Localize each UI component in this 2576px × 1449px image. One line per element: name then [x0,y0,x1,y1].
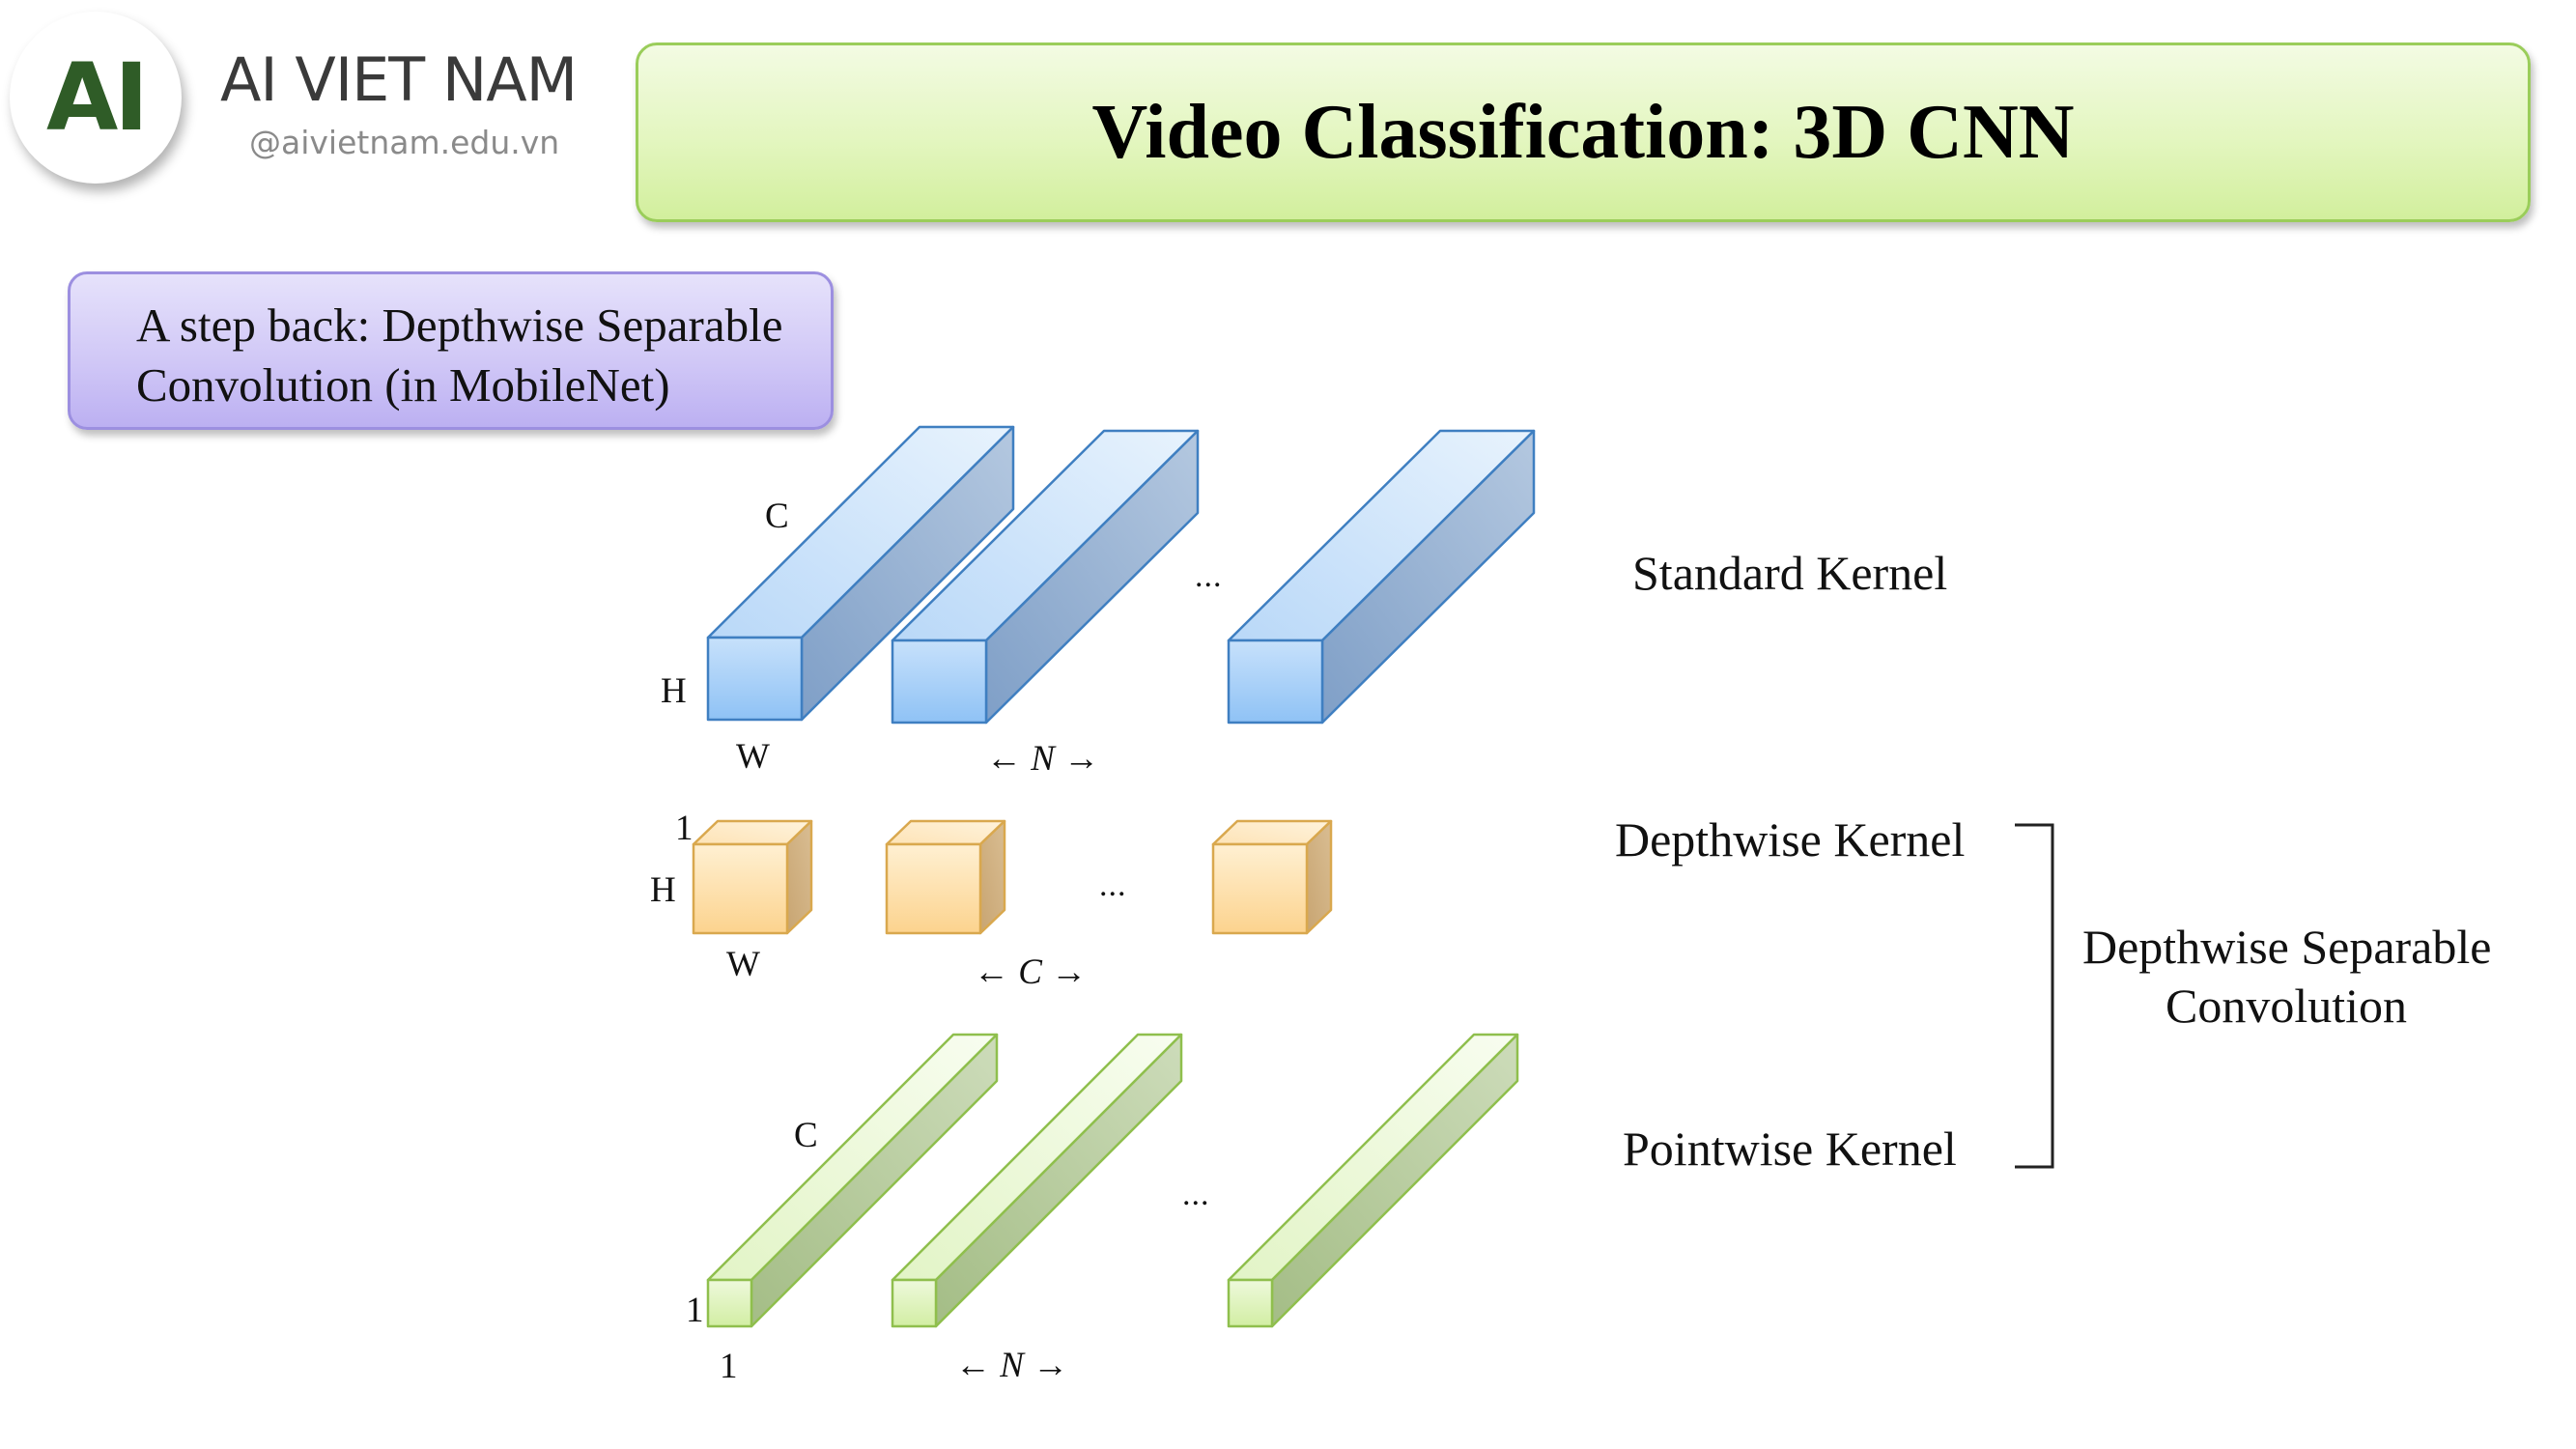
page-title: Video Classification: 3D CNN [1091,89,2075,175]
depthwise-kernel-3 [1211,819,1333,935]
pointwise-kernel-2 [891,1033,1183,1328]
depthwise-count-arrow: ← C → [974,952,1088,992]
brand-logo: AI [10,12,182,184]
group-bracket [2015,823,2054,1169]
standard-kernel-3 [1227,429,1536,724]
pointwise-ellipsis: ... [1182,1177,1210,1212]
pointwise-kernel-1 [706,1033,999,1328]
standard-kernel-2 [891,429,1200,724]
subtitle-line-2: Convolution (in MobileNet) [136,358,670,412]
group-label-line-2: Convolution [2166,979,2408,1033]
pointwise-kernel-label: Pointwise Kernel [1623,1122,1957,1176]
standard-c-label: C [765,497,789,536]
depthwise-depth-label: 1 [675,809,694,848]
standard-kernel-label: Standard Kernel [1632,546,1948,600]
standard-ellipsis: ... [1195,558,1223,594]
depthwise-h-label: H [650,870,676,910]
standard-h-label: H [661,671,687,711]
depthwise-kernel-label: Depthwise Kernel [1615,812,1966,867]
subtitle-box: A step back: Depthwise Separable Convolu… [68,271,834,430]
pointwise-kernel-3 [1227,1033,1519,1328]
standard-count-arrow: ← N → [986,739,1100,779]
group-label-line-1: Depthwise Separable [2082,920,2492,974]
brand-name: AI VIET NAM [220,44,578,115]
standard-kernel-1 [706,425,1015,722]
depthwise-kernel-2 [885,819,1006,935]
pointwise-h-label: 1 [686,1291,704,1330]
depthwise-w-label: W [726,945,760,984]
subtitle-line-1: A step back: Depthwise Separable [136,298,783,352]
depthwise-ellipsis: ... [1099,867,1127,903]
depthwise-kernel-1 [692,819,813,935]
brand-url: @aivietnam.edu.vn [249,124,560,161]
brand-logo-text: AI [45,43,149,152]
pointwise-count-arrow: ← N → [955,1346,1069,1385]
pointwise-w-label: 1 [720,1347,738,1386]
title-banner: Video Classification: 3D CNN [636,43,2531,222]
pointwise-c-label: C [794,1116,818,1155]
standard-w-label: W [736,737,770,777]
